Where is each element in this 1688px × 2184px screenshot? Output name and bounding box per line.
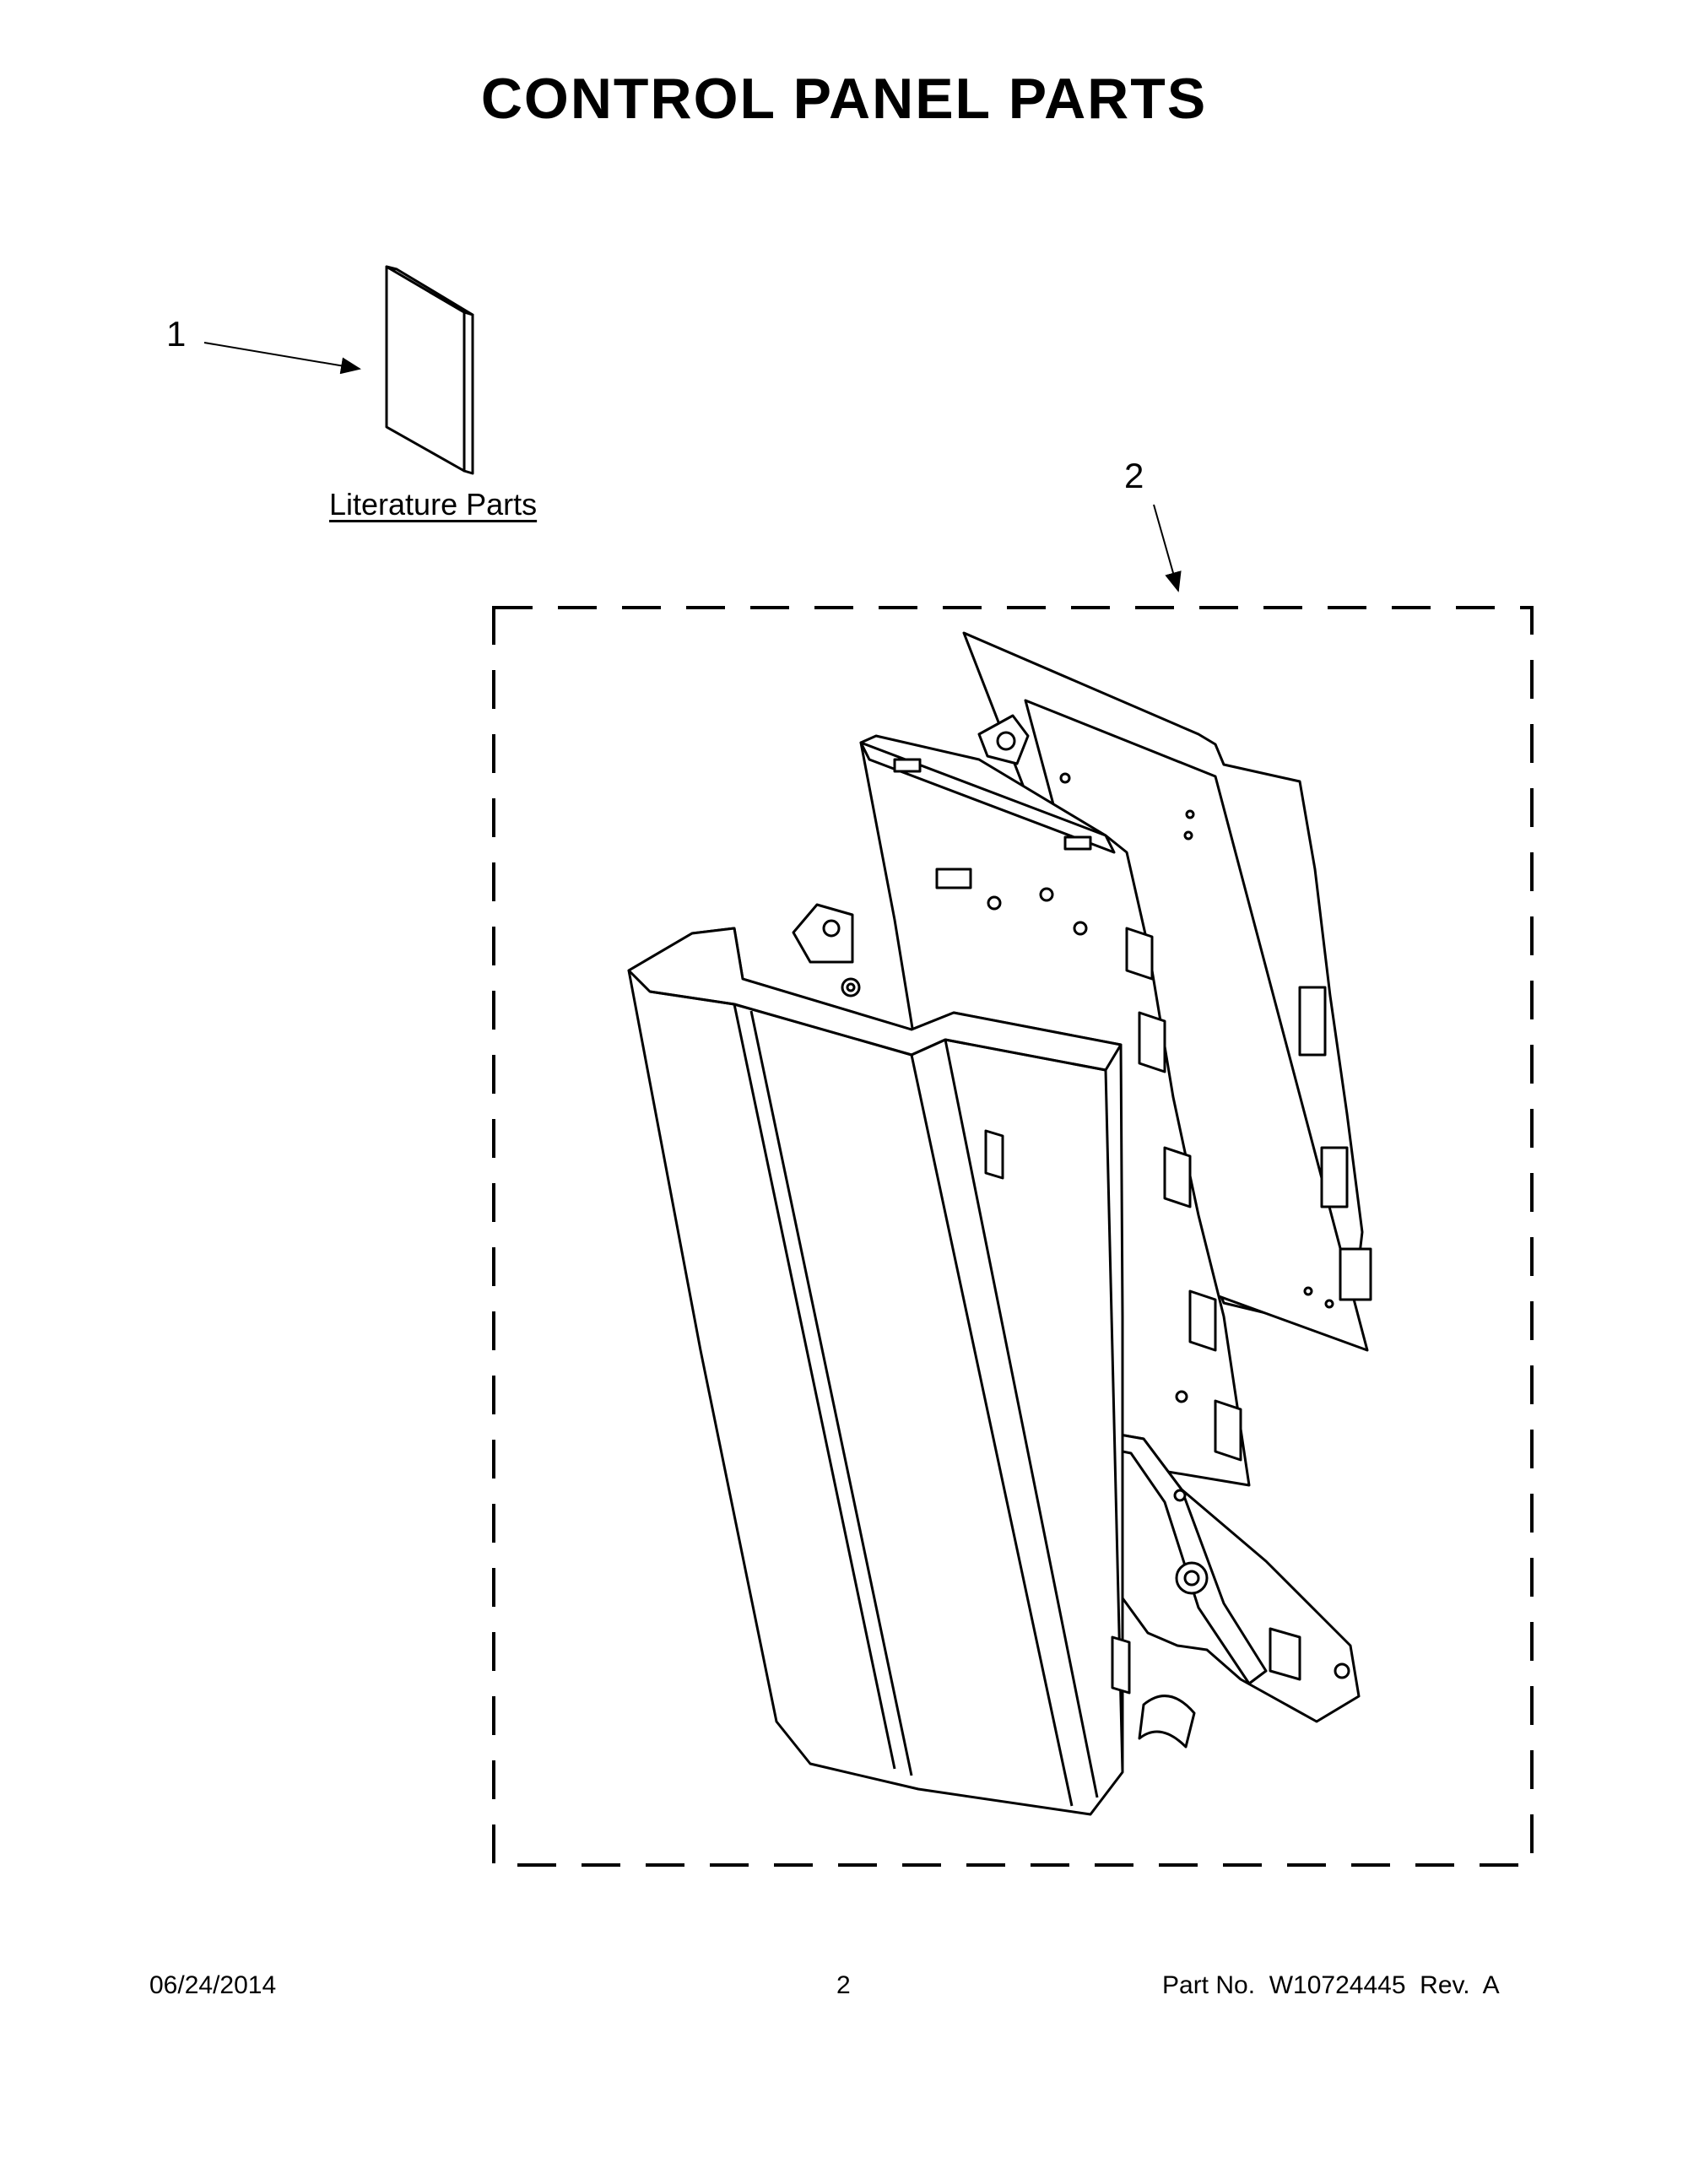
assembly-boundary bbox=[492, 606, 1534, 1867]
callout-2: 2 bbox=[1124, 456, 1144, 495]
control-panel-housing bbox=[627, 903, 1196, 1816]
footer-part-number: Part No. W10724445 Rev. A bbox=[1162, 1971, 1500, 1999]
footer-date: 06/24/2014 bbox=[149, 1971, 277, 1999]
callout-1-leader bbox=[203, 342, 361, 375]
callout-1: 1 bbox=[166, 314, 187, 354]
latch-bracket bbox=[1070, 1424, 1361, 1723]
page-title: CONTROL PANEL PARTS bbox=[480, 67, 1208, 131]
callout-2-leader bbox=[1153, 504, 1182, 592]
literature-booklet-icon bbox=[385, 265, 474, 475]
footer-page-number: 2 bbox=[836, 1971, 851, 1999]
literature-parts-label: Literature Parts bbox=[329, 487, 538, 522]
